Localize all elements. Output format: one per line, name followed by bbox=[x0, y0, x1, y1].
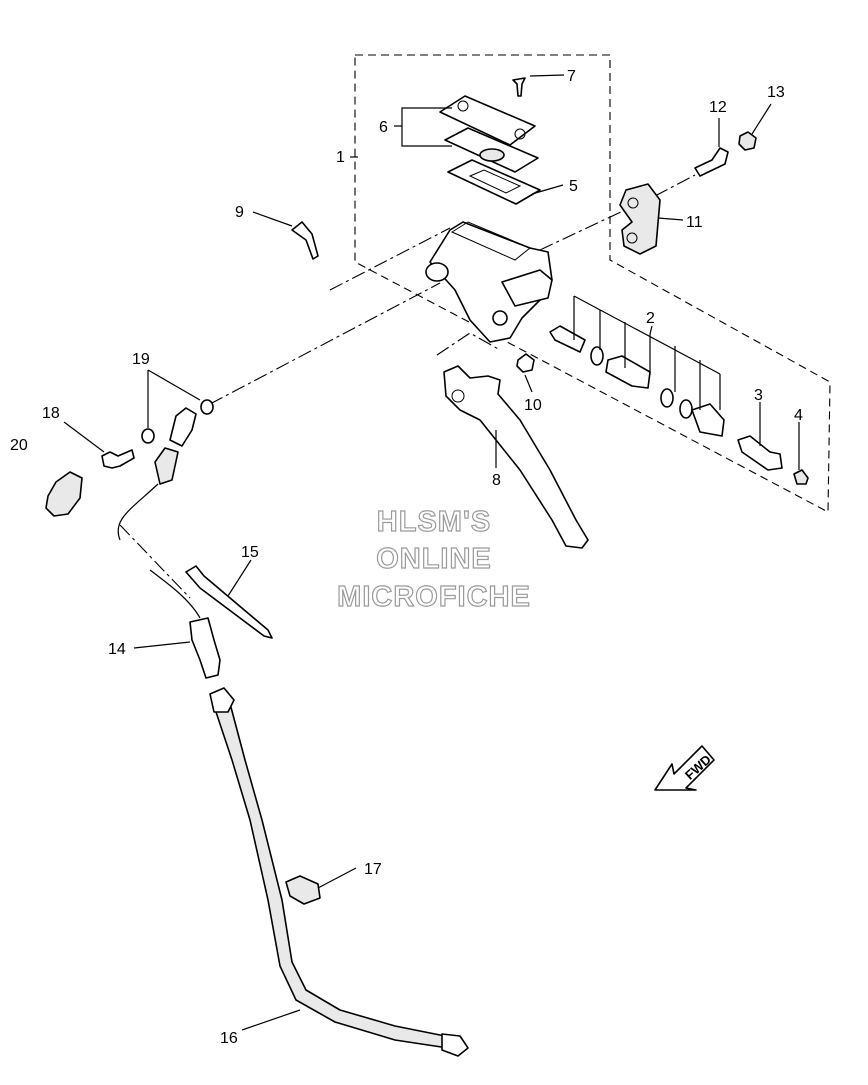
pipe-16-bottom-nut bbox=[441, 1033, 469, 1057]
piston bbox=[605, 355, 651, 389]
clutch-lever bbox=[443, 365, 589, 549]
piston-seal bbox=[590, 346, 604, 366]
callout-8: 8 bbox=[492, 472, 501, 489]
callout-3: 3 bbox=[754, 387, 763, 404]
reservoir-cap bbox=[439, 95, 536, 146]
watermark-line-2: ONLINE bbox=[376, 543, 492, 575]
circlip bbox=[679, 399, 693, 419]
pipe-clamp-17 bbox=[285, 875, 321, 905]
callout-20: 20 bbox=[10, 437, 28, 454]
clamp-hole-top bbox=[627, 197, 639, 209]
cable-tie-15 bbox=[185, 565, 273, 639]
pipe-16-top-nut bbox=[209, 687, 235, 713]
bolt-9 bbox=[291, 221, 319, 260]
hose-line-upper bbox=[117, 483, 159, 541]
centerline-hose bbox=[119, 524, 191, 599]
callout-10: 10 bbox=[524, 397, 542, 414]
banjo-port bbox=[425, 262, 449, 282]
lever-pivot bbox=[451, 389, 465, 403]
callout-16: 16 bbox=[220, 1030, 238, 1047]
callout-12: 12 bbox=[709, 99, 727, 116]
fwd-arrow-icon: FWD bbox=[654, 745, 715, 791]
callout-13: 13 bbox=[767, 84, 785, 101]
boot-cap-20 bbox=[45, 471, 83, 517]
cap-4 bbox=[793, 469, 809, 485]
pivot-boss bbox=[492, 310, 508, 326]
push-rod-3 bbox=[737, 435, 783, 471]
callout-4: 4 bbox=[794, 407, 803, 424]
diaphragm bbox=[447, 159, 541, 205]
clamp-half-body bbox=[501, 269, 553, 307]
callout-15: 15 bbox=[241, 544, 259, 561]
callout-7: 7 bbox=[567, 68, 576, 85]
centerline-bolt-12 bbox=[654, 174, 696, 197]
piston-spring bbox=[549, 325, 586, 353]
centerline-clamp bbox=[539, 209, 626, 251]
callout-6: 6 bbox=[379, 119, 388, 136]
callout-2: 2 bbox=[646, 310, 655, 327]
washer-19-a bbox=[141, 428, 155, 444]
banjo-bolt-18 bbox=[101, 449, 135, 469]
pipe-16 bbox=[211, 695, 449, 1049]
watermark-line-3: MICROFICHE bbox=[337, 581, 531, 613]
callout-17: 17 bbox=[364, 861, 382, 878]
diaphragm-inner bbox=[468, 169, 522, 194]
callout-5: 5 bbox=[569, 178, 578, 195]
holder-clamp-11 bbox=[619, 183, 661, 255]
hose-fitting-14 bbox=[189, 617, 221, 679]
callout-19: 19 bbox=[132, 351, 150, 368]
nut-13 bbox=[738, 131, 757, 151]
bolt-12 bbox=[694, 147, 729, 177]
centerline-lever bbox=[436, 332, 501, 356]
centerline-banjo bbox=[209, 282, 441, 405]
piston-cup bbox=[660, 388, 674, 408]
centerline-bolt-9 bbox=[329, 227, 451, 291]
leader-lines bbox=[63, 74, 800, 1031]
callout-11: 11 bbox=[686, 214, 703, 231]
watermark-line-1: HLSM'S bbox=[377, 506, 491, 538]
callout-1: 1 bbox=[336, 149, 345, 166]
master-cylinder-reservoir bbox=[450, 221, 531, 261]
screw-7 bbox=[512, 77, 526, 97]
hose-upper-collar bbox=[154, 447, 179, 485]
hose-line-mid bbox=[149, 569, 201, 619]
washer-19-b bbox=[200, 399, 214, 415]
assembly-boundary bbox=[354, 54, 831, 513]
callout-9: 9 bbox=[235, 204, 244, 221]
nut-10 bbox=[516, 353, 535, 373]
dust-boot bbox=[691, 403, 725, 437]
hose-banjo-fitting bbox=[169, 407, 197, 447]
callout-18: 18 bbox=[42, 405, 60, 422]
callout-14: 14 bbox=[108, 641, 126, 658]
plate-boss bbox=[479, 148, 505, 162]
cap-hole-a bbox=[457, 100, 469, 112]
cap-hole-b bbox=[514, 128, 526, 140]
clamp-hole-bottom bbox=[626, 232, 638, 244]
